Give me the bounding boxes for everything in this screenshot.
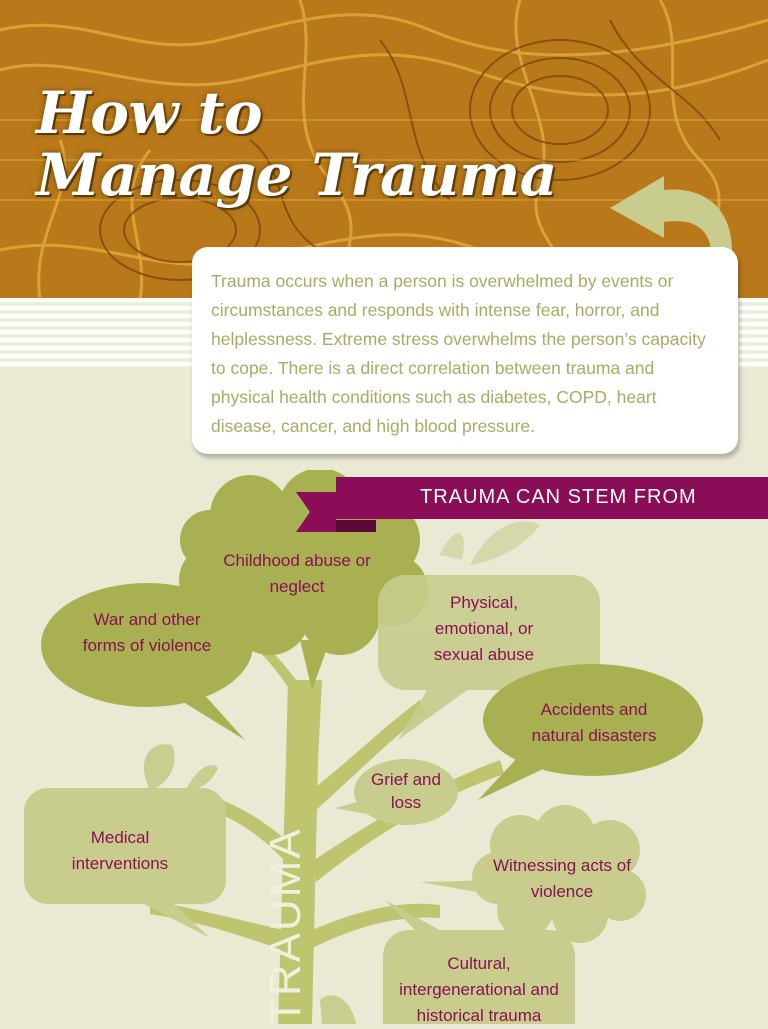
cause-medical: Medical interventions xyxy=(71,828,169,873)
cause-childhood: Childhood abuse or neglect xyxy=(223,551,371,596)
page-title: How to Manage Trauma xyxy=(36,82,557,206)
cause-physical: Physical, emotional, or sexual abuse xyxy=(433,593,535,664)
section-heading-ribbon: TRAUMA CAN STEM FROM xyxy=(336,477,768,519)
intro-text: Trauma occurs when a person is overwhelm… xyxy=(211,271,706,436)
ribbon-fold-icon xyxy=(296,492,376,532)
cause-grief: Grief and loss xyxy=(371,770,441,812)
cause-cultural: Cultural, intergenerational and historic… xyxy=(399,954,559,1025)
section-heading: TRAUMA CAN STEM FROM xyxy=(420,486,697,508)
trunk-label: TRAUMA xyxy=(261,827,310,1025)
curved-arrow-icon xyxy=(610,176,733,256)
title-line-1: How to xyxy=(36,79,263,147)
cause-witnessing: Witnessing acts of violence xyxy=(493,856,631,901)
intro-box: Trauma occurs when a person is overwhelm… xyxy=(192,247,738,454)
trauma-tree-illustration xyxy=(24,470,703,1024)
cause-accidents: Accidents and natural disasters xyxy=(531,700,657,745)
title-line-2: Manage Trauma xyxy=(36,141,557,209)
cause-war: War and other forms of violence xyxy=(82,610,212,655)
